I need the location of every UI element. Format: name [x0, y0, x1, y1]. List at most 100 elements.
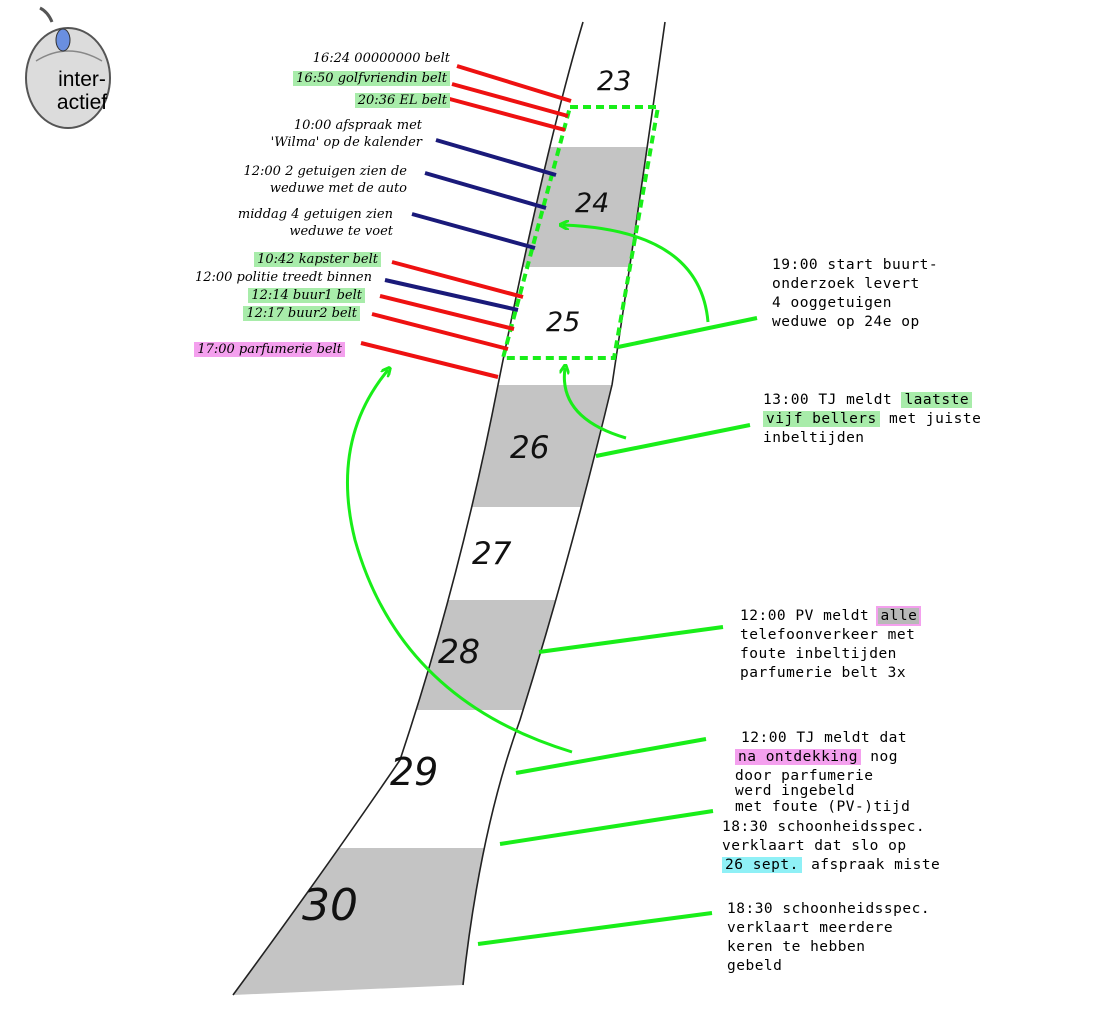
left-event-4: 10:00 afspraak met 'Wilma' op de kalende… — [271, 117, 422, 151]
right-event-5-highlight: 26 sept. — [722, 857, 802, 873]
event-line-red — [456, 64, 572, 103]
right-event-6-line-3: keren te hebben — [727, 939, 866, 955]
left-event-11-text: 17:00 parfumerie belt — [194, 342, 345, 357]
left-event-lines — [360, 64, 572, 379]
right-event-5-line-3-post: afspraak miste — [801, 857, 941, 873]
day-number-24: 24 — [575, 188, 610, 219]
strip-left-edge — [232, 21, 584, 996]
right-event-5-line-2: verklaart dat slo op — [722, 838, 907, 854]
left-event-10: 12:17 buur2 belt — [243, 305, 360, 322]
badge-label: inter- actief — [44, 68, 120, 114]
right-event-6: 18:30 schoonheidsspec. verklaart meerder… — [727, 900, 930, 976]
left-event-8-text: 12:00 politie treedt binnen — [194, 270, 372, 285]
right-event-4-line-4: werd ingebeld — [735, 783, 855, 799]
event-line-green — [477, 911, 713, 946]
right-event-2-highlight-2: vijf bellers — [763, 411, 880, 427]
right-event-5-line-1: 18:30 schoonheidsspec. — [722, 819, 926, 835]
left-event-1: 16:24 00000000 belt — [313, 50, 450, 67]
left-event-6: middag 4 getuigen zien weduwe te voet — [238, 206, 393, 240]
arrow-12-00-to-17-00 — [345, 370, 573, 754]
right-event-lines — [477, 316, 758, 946]
day-number-29: 29 — [390, 750, 439, 794]
band-30 — [233, 848, 665, 995]
left-event-3: 20:36 EL belt — [354, 92, 450, 109]
right-event-4-line-2-post: nog — [861, 749, 898, 765]
event-line-navy — [384, 278, 519, 312]
day-number-26: 26 — [510, 430, 550, 466]
left-event-9-text: 12:14 buur1 belt — [248, 288, 365, 303]
left-event-7-text: 10:42 kapster belt — [254, 252, 381, 267]
band-26 — [300, 385, 665, 507]
arrow-13-00-to-25 — [564, 368, 627, 440]
day-number-30: 30 — [302, 880, 358, 931]
right-event-3-highlight: alle — [876, 606, 922, 626]
left-event-6-line-2: weduwe te voet — [289, 224, 393, 239]
left-event-4-line-1: 10:00 afspraak met — [293, 118, 422, 133]
right-event-6-line-2: verklaart meerdere — [727, 920, 894, 936]
right-event-1: 19:00 start buurt- onderzoek levert 4 oo… — [772, 256, 938, 332]
badge-line-1: inter- — [58, 68, 106, 91]
left-event-7: 10:42 kapster belt — [254, 251, 381, 268]
right-event-6-line-1: 18:30 schoonheidsspec. — [727, 901, 931, 917]
left-event-5-line-1: 12:00 2 getuigen zien de — [243, 164, 407, 179]
right-event-1-line-1: 19:00 start buurt- — [772, 257, 939, 273]
right-event-3-line-1-pre: 12:00 PV meldt — [740, 608, 879, 624]
right-event-3: 12:00 PV meldt alle telefoonverkeer met … — [740, 606, 922, 683]
event-line-red — [451, 82, 569, 118]
right-event-4-line-5: met foute (PV-)tijd — [735, 799, 911, 815]
right-event-4-line-3: door parfumerie — [735, 768, 874, 784]
right-event-5: 18:30 schoonheidsspec. verklaart dat slo… — [722, 818, 940, 875]
event-line-green — [595, 423, 751, 458]
left-event-2: 16:50 golfvriendin belt — [293, 70, 450, 87]
event-line-red — [391, 260, 524, 299]
event-line-green — [499, 809, 714, 846]
left-event-10-text: 12:17 buur2 belt — [243, 306, 360, 321]
event-line-green — [617, 316, 758, 349]
left-event-1-text: 16:24 00000000 belt — [312, 51, 450, 66]
interactive-badge[interactable]: inter- actief — [18, 6, 124, 131]
event-line-green — [538, 625, 724, 654]
left-event-2-text: 16:50 golfvriendin belt — [293, 71, 450, 86]
left-event-5-line-2: weduwe met de auto — [269, 181, 407, 196]
right-event-3-line-3: foute inbeltijden — [740, 646, 897, 662]
event-line-navy — [424, 171, 547, 210]
right-event-2: 13:00 TJ meldt laatste vijf bellers met … — [763, 391, 981, 448]
left-event-11: 17:00 parfumerie belt — [194, 341, 345, 358]
right-event-1-line-3: 4 ooggetuigen — [772, 295, 892, 311]
left-event-8: 12:00 politie treedt binnen — [195, 269, 372, 286]
left-event-6-line-1: middag 4 getuigen zien — [237, 207, 393, 222]
right-event-3-line-2: telefoonverkeer met — [740, 627, 916, 643]
event-line-red — [445, 96, 566, 132]
right-event-2-line-1-pre: 13:00 TJ meldt — [763, 392, 902, 408]
right-event-1-line-4: weduwe op 24e op — [772, 314, 920, 330]
left-event-4-line-2: 'Wilma' op de kalender — [270, 135, 422, 150]
mouse-icon — [25, 6, 111, 129]
right-event-2-highlight-1: laatste — [901, 392, 973, 408]
green-arrows — [345, 225, 710, 754]
right-event-4-line-1: 12:00 TJ meldt dat — [741, 730, 908, 746]
right-event-3-line-4: parfumerie belt 3x — [740, 665, 907, 681]
strip-right-edge — [462, 21, 666, 986]
left-event-5: 12:00 2 getuigen zien de weduwe met de a… — [243, 163, 407, 197]
left-event-9: 12:14 buur1 belt — [248, 287, 365, 304]
day-number-23: 23 — [597, 66, 632, 97]
event-line-red — [371, 312, 509, 351]
right-event-2-line-3: inbeltijden — [763, 430, 865, 446]
left-event-3-text: 20:36 EL belt — [354, 93, 450, 108]
event-line-red — [360, 341, 499, 379]
right-event-2-line-2-post: met juiste — [879, 411, 982, 427]
right-event-4-highlight: na ontdekking — [735, 749, 861, 765]
event-line-navy — [435, 138, 557, 177]
badge-line-2: actief — [56, 91, 108, 114]
event-line-green — [515, 737, 707, 775]
event-line-navy — [411, 212, 536, 250]
right-event-1-line-2: onderzoek levert — [772, 276, 920, 292]
arrow-19-00-to-24 — [563, 225, 710, 323]
right-event-6-line-4: gebeld — [727, 958, 783, 974]
highlight-box-24-25 — [500, 105, 661, 360]
day-number-28: 28 — [438, 632, 480, 671]
event-line-red — [379, 294, 515, 331]
day-number-25: 25 — [546, 307, 581, 338]
day-number-27: 27 — [472, 536, 512, 572]
